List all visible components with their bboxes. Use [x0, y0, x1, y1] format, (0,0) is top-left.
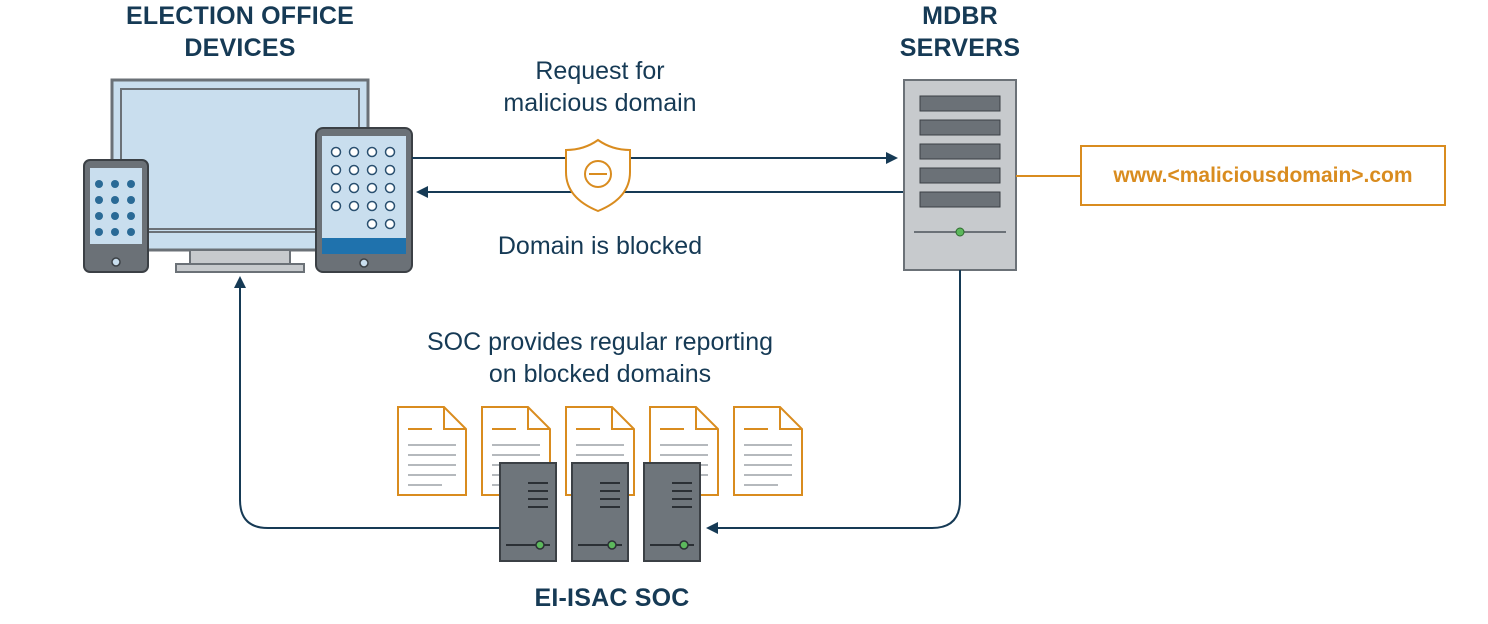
servers-heading-line1: MDBR: [922, 2, 998, 30]
malicious-domain-text: www.<maliciousdomain>.com: [1113, 163, 1413, 187]
soc-server-icon: [643, 462, 701, 562]
malicious-domain-box: www.<maliciousdomain>.com: [1080, 145, 1446, 206]
soc-server-icon: [571, 462, 629, 562]
reporting-label-line2: on blocked domains: [488, 360, 712, 388]
soc-to-devices-arrow: [234, 276, 500, 529]
soc-server-icon: [499, 462, 557, 562]
server-tower-icon: [903, 79, 1017, 271]
document-icon: [397, 406, 467, 496]
request-label: Request for malicious domain: [450, 55, 750, 119]
devices-heading-line2: DEVICES: [184, 34, 296, 62]
request-label-line2: malicious domain: [503, 89, 697, 117]
request-label-line1: Request for: [535, 57, 665, 85]
servers-heading-line2: SERVERS: [899, 34, 1021, 62]
document-icon: [733, 406, 803, 496]
shield-block-icon: [565, 138, 631, 213]
soc-heading: EI-ISAC SOC: [534, 584, 690, 612]
server-to-soc-arrow: [706, 270, 961, 534]
reporting-label: SOC provides regular reporting on blocke…: [350, 326, 850, 390]
devices-heading-line1: ELECTION OFFICE: [126, 2, 354, 30]
tablet-icon: [315, 127, 413, 273]
blocked-label: Domain is blocked: [497, 232, 703, 260]
devices-heading: ELECTION OFFICE DEVICES: [90, 0, 390, 64]
reporting-label-line1: SOC provides regular reporting: [427, 328, 773, 356]
servers-heading: MDBR SERVERS: [860, 0, 1060, 64]
phone-icon: [83, 159, 149, 273]
